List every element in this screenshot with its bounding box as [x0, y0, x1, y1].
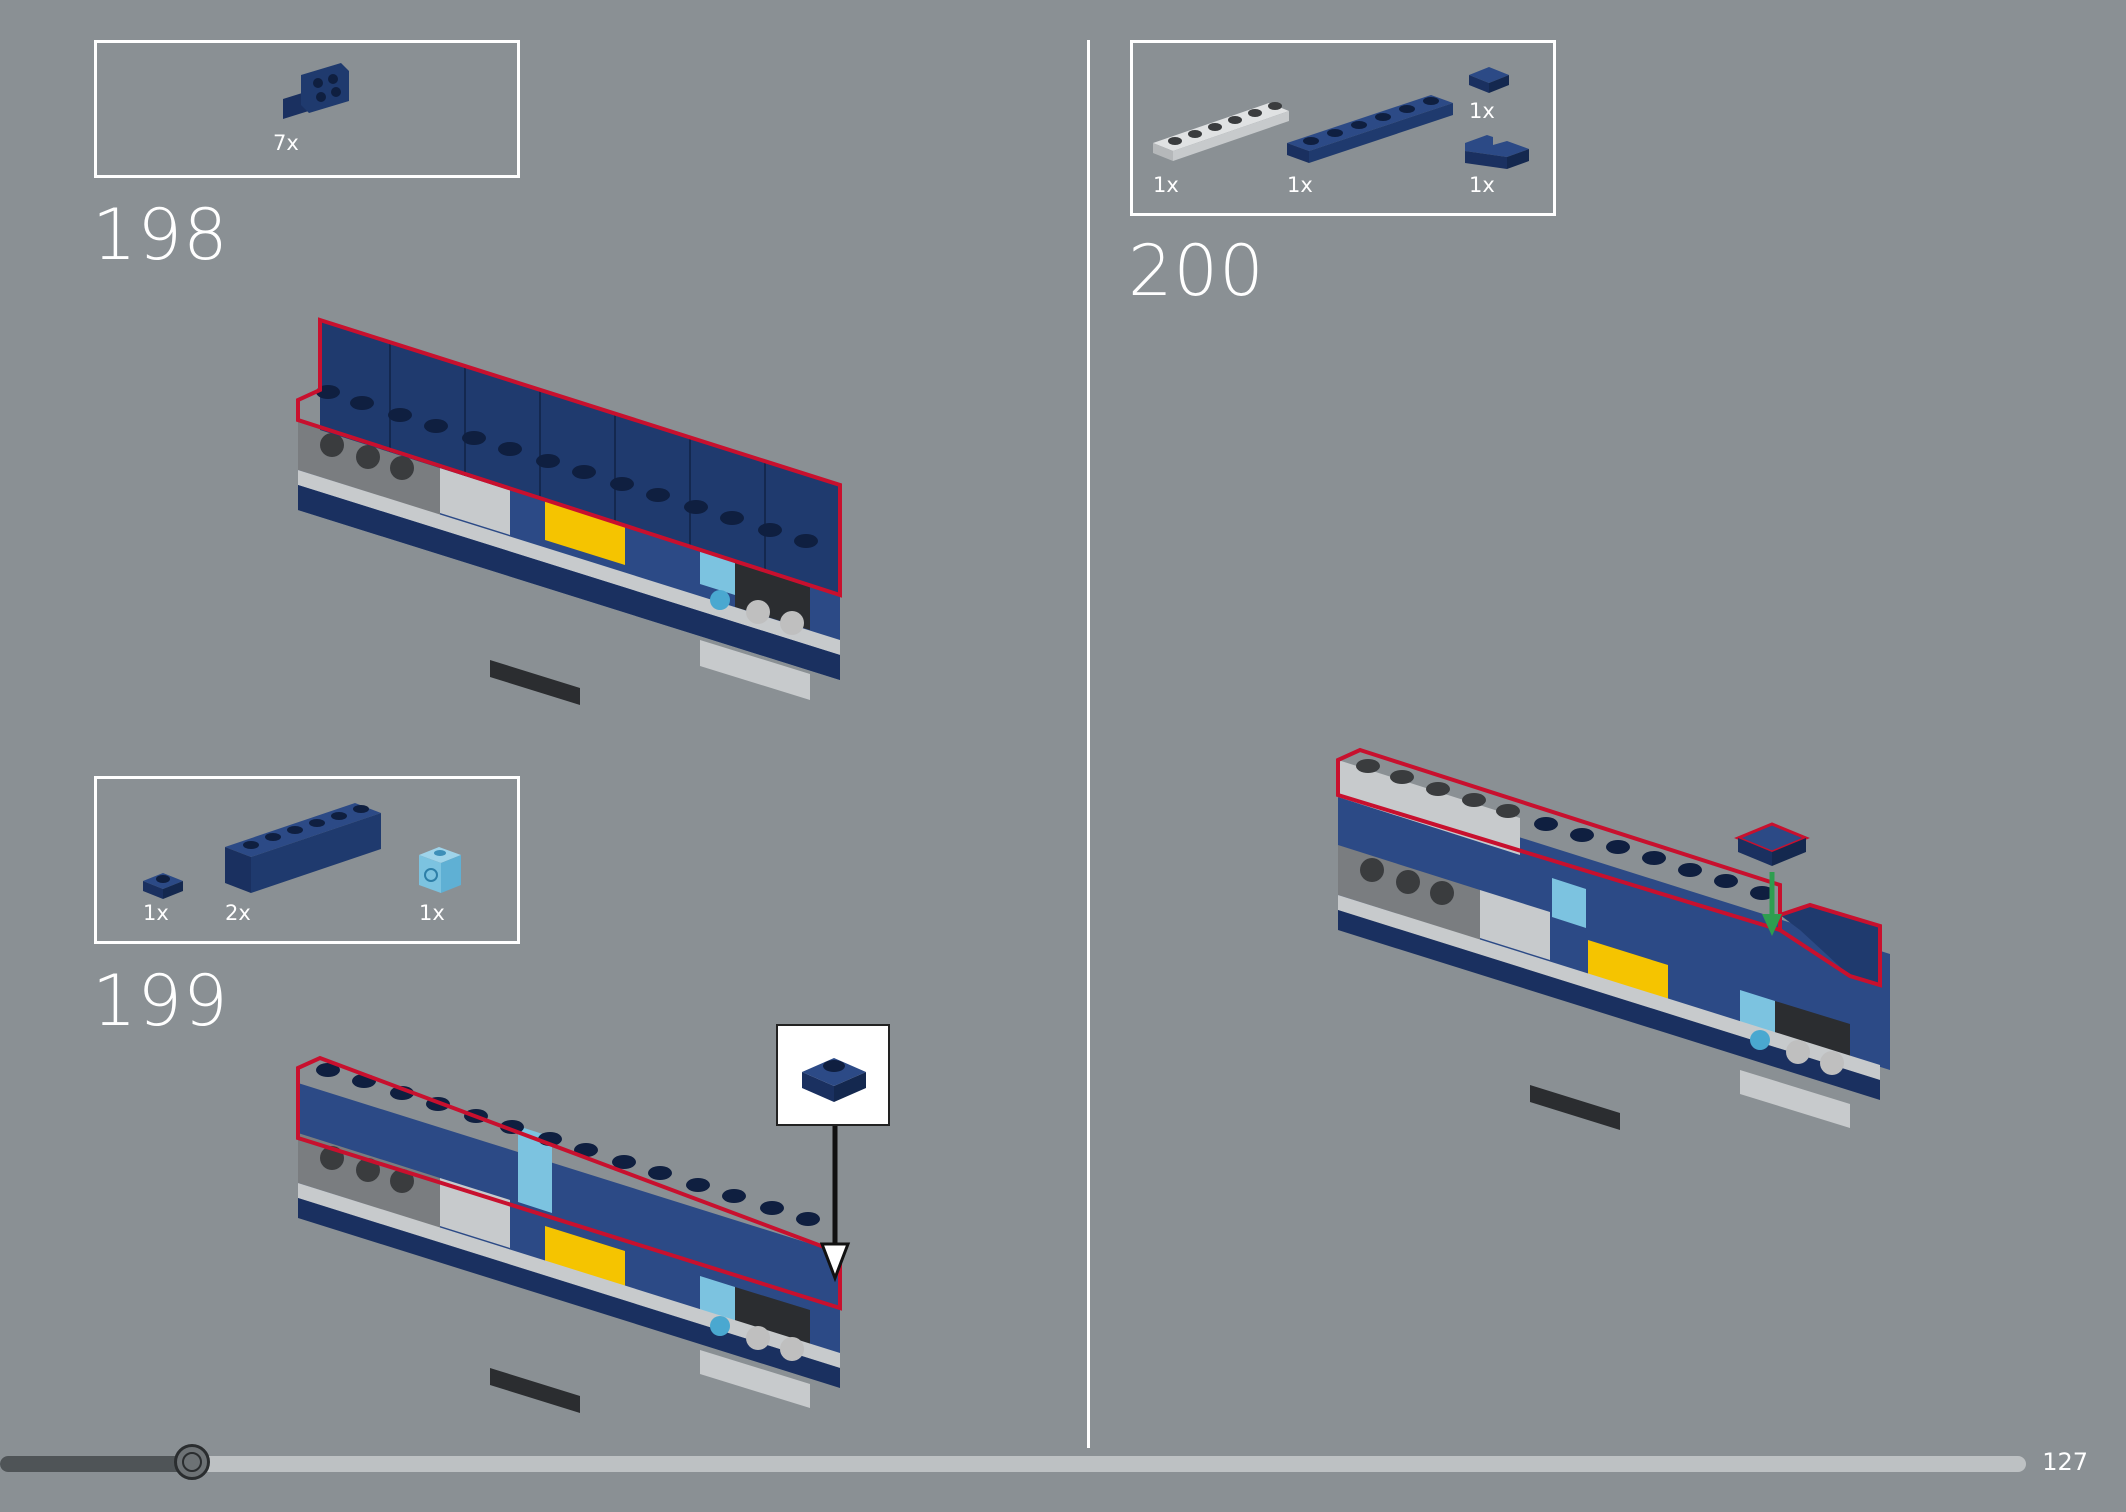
parts-box-step-199: 1x 2x 1x [94, 776, 520, 944]
step-number: 200 [1128, 230, 1265, 312]
part-quantity: 1x [143, 901, 169, 925]
page-number: 127 [2042, 1448, 2088, 1476]
part-quantity: 1x [1469, 173, 1495, 197]
brick-1x6-icon [225, 803, 381, 893]
arrow-down-green-icon [1762, 872, 1782, 936]
train-assembly-step-199 [296, 1055, 842, 1413]
step-number: 198 [92, 194, 229, 276]
part-quantity: 1x [419, 901, 445, 925]
progress-fill [0, 1456, 193, 1472]
plate-1x6-dark-blue-icon [1287, 95, 1453, 163]
progress-bar[interactable] [0, 1444, 2026, 1480]
tile-1x1-floating-icon [1734, 822, 1810, 866]
part-quantity: 1x [1287, 173, 1313, 197]
callout-box [776, 1024, 890, 1126]
progress-slider-handle[interactable] [174, 1444, 211, 1480]
parts-box-step-200: 1x 1x 1x 1x [1130, 40, 1556, 216]
plate-1x1-icon [143, 873, 183, 899]
train-assembly-step-200 [1336, 747, 1890, 1130]
part-quantity: 1x [1469, 99, 1495, 123]
slope-icon [1465, 135, 1529, 169]
plate-1x1-callout-icon [802, 1058, 866, 1102]
arrow-down-icon [819, 1126, 851, 1283]
tile-1x1-icon [1469, 67, 1509, 93]
step-number: 199 [92, 960, 229, 1042]
brick-1x1-with-hole-icon [419, 847, 461, 893]
train-assembly-step-198 [296, 317, 842, 705]
plate-1x6-light-gray-icon [1153, 102, 1289, 161]
bracket-plate-icon [283, 63, 349, 119]
part-quantity: 2x [225, 901, 251, 925]
part-quantity: 7x [273, 131, 299, 155]
page-divider [1087, 40, 1090, 1448]
part-quantity: 1x [1153, 173, 1179, 197]
parts-box-step-198: 7x [94, 40, 520, 178]
